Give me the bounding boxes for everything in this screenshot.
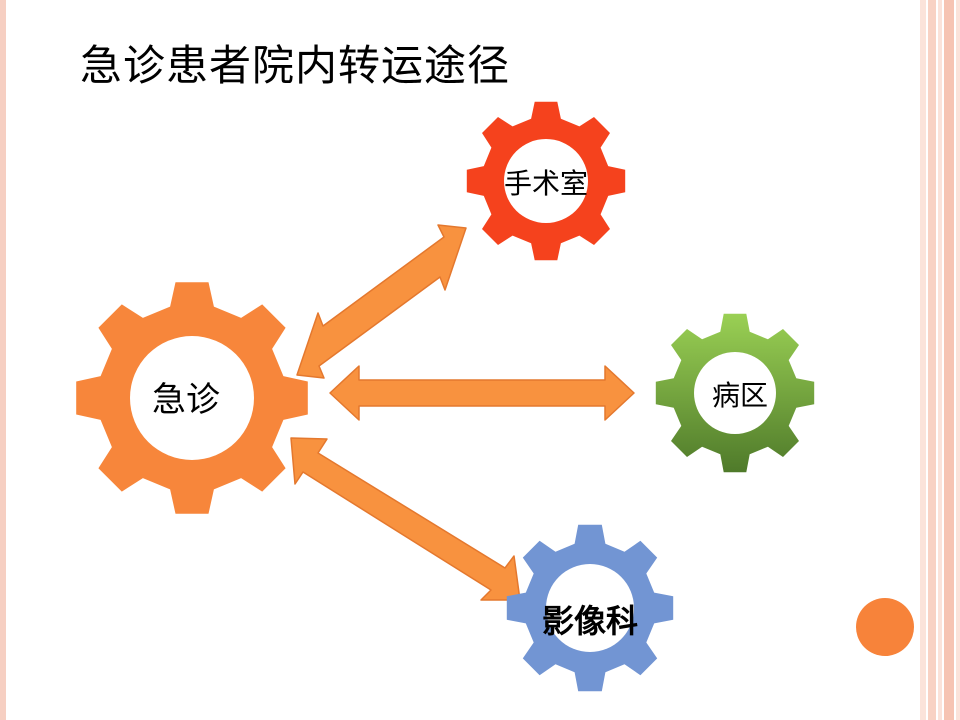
arrow-er-ward — [329, 365, 635, 421]
er-gear-hole — [130, 336, 254, 460]
left-border — [0, 0, 6, 720]
ward-label: 病区 — [712, 379, 768, 412]
or-gear-hole — [504, 139, 588, 223]
arrow-er-imaging — [290, 437, 521, 601]
slide-title: 急诊患者院内转运途径 — [80, 41, 511, 90]
imaging-gear-hole — [546, 564, 634, 652]
decorative-dot — [856, 598, 914, 656]
or-label: 手术室 — [504, 167, 588, 200]
right-border — [920, 0, 960, 720]
imaging-label: 影像科 — [542, 602, 638, 640]
er-label: 急诊 — [152, 380, 220, 420]
arrow-er-or — [296, 224, 467, 379]
ward-gear-hole — [694, 352, 776, 434]
